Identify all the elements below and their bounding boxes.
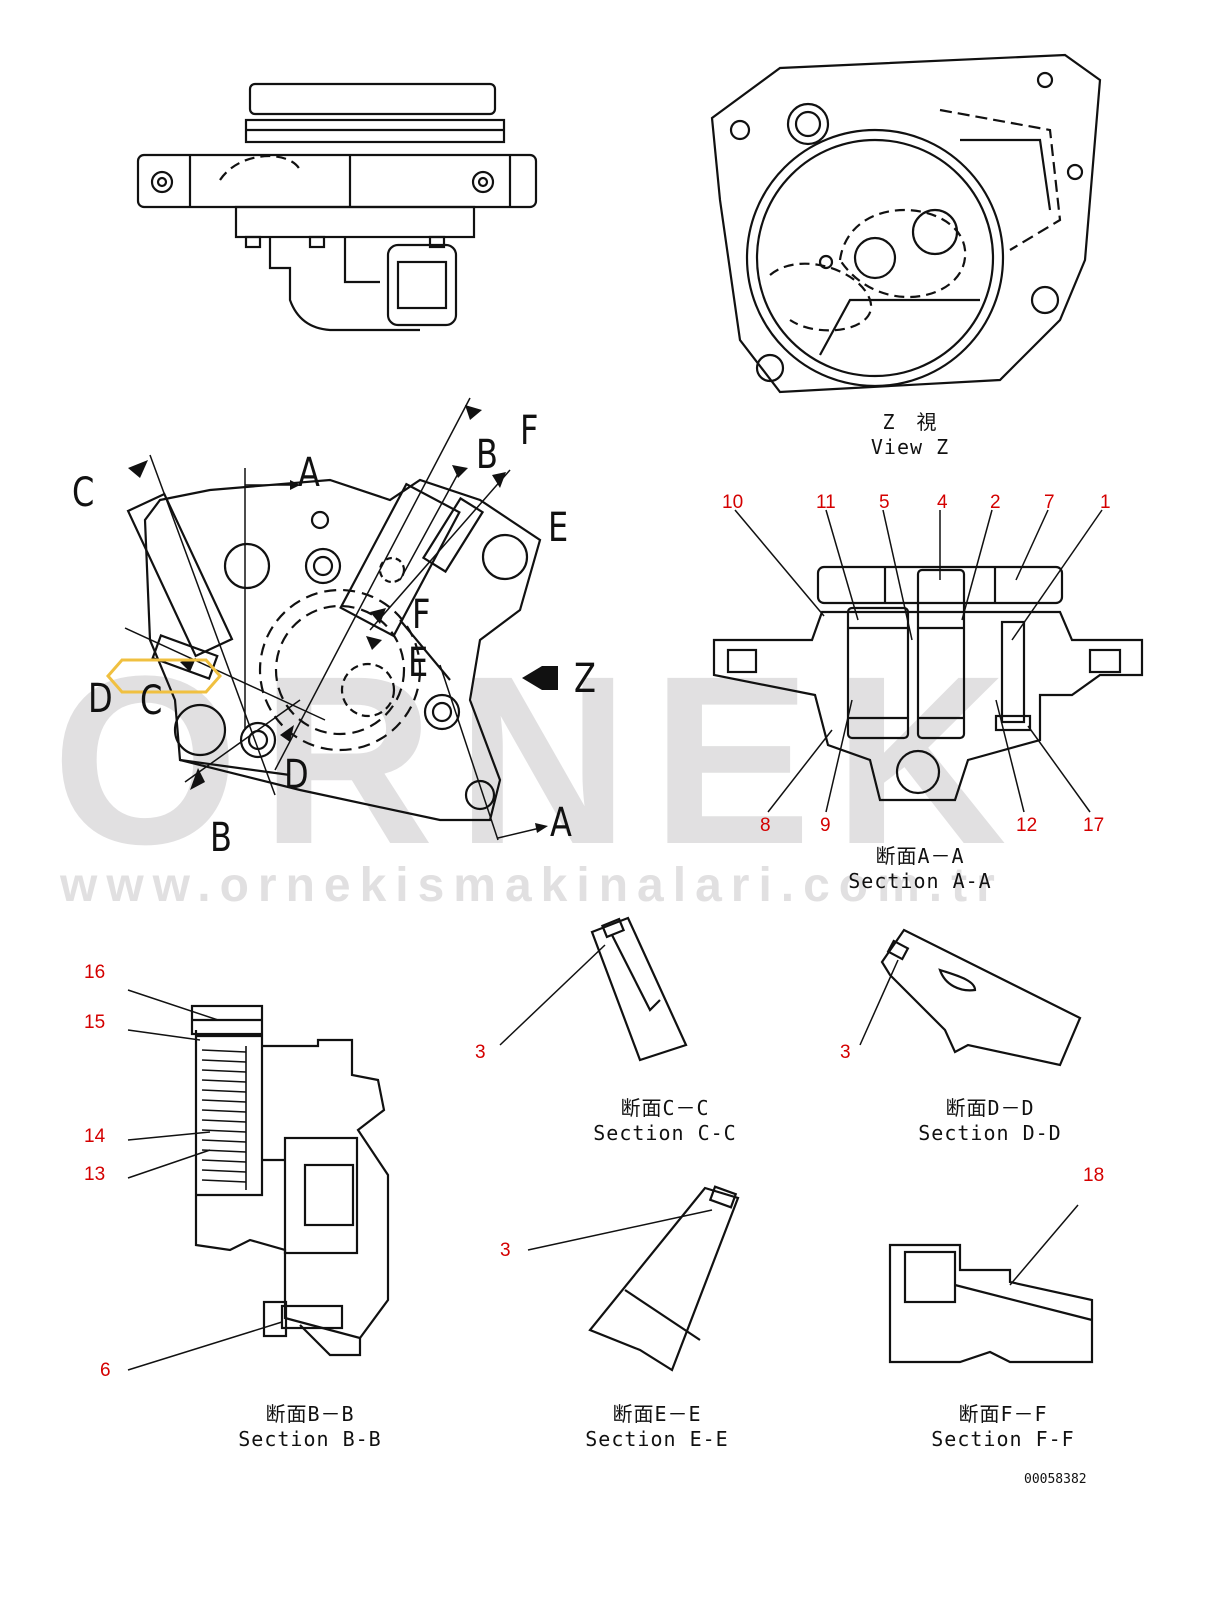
caption-section-bb: 断面B－B Section B-B: [225, 1402, 395, 1452]
part-number-3-dd: 3: [840, 1042, 851, 1063]
part-number-3-cc: 3: [475, 1042, 486, 1063]
caption-section-dd: 断面D－D Section D-D: [905, 1096, 1075, 1146]
part-number-15: 15: [84, 1012, 106, 1033]
section-bb-drawing: [190, 1004, 390, 1357]
drawing-code: 00058382: [1024, 1472, 1087, 1487]
section-marker-c-bottom: C: [140, 678, 163, 724]
caption-section-dd-jp: 断面D－D: [945, 1096, 1035, 1120]
caption-section-ee-jp: 断面E－E: [612, 1402, 702, 1426]
caption-section-bb-jp: 断面B－B: [265, 1402, 355, 1426]
caption-section-cc: 断面C－C Section C-C: [580, 1096, 750, 1146]
spring-coil: [201, 1046, 247, 1190]
caption-section-aa: 断面A－A Section A-A: [835, 844, 1005, 894]
section-marker-a-top: A: [298, 450, 320, 496]
section-marker-b-top: B: [476, 432, 498, 478]
caption-section-ee-en: Section E-E: [585, 1427, 729, 1451]
part-number-16: 16: [84, 962, 106, 983]
caption-section-bb-en: Section B-B: [238, 1427, 382, 1451]
pump-top-view: [126, 478, 542, 822]
pump-side-view: [136, 82, 538, 332]
part-number-5: 5: [879, 492, 890, 513]
caption-view-z-jp: Z 視: [882, 410, 938, 434]
part-number-11: 11: [816, 492, 836, 513]
part-number-1: 1: [1100, 492, 1111, 513]
part-number-3-ee: 3: [500, 1240, 511, 1261]
part-number-9: 9: [820, 815, 831, 836]
part-number-14: 14: [84, 1126, 106, 1147]
section-marker-c-top: C: [72, 470, 95, 516]
caption-section-ff: 断面F－F Section F-F: [918, 1402, 1088, 1452]
caption-section-ee: 断面E－E Section E-E: [572, 1402, 742, 1452]
part-number-10: 10: [722, 492, 744, 513]
section-marker-f-top: F: [520, 408, 539, 454]
section-marker-a-bottom: A: [550, 800, 572, 846]
part-number-2: 2: [990, 492, 1001, 513]
caption-section-cc-jp: 断面C－C: [620, 1096, 710, 1120]
section-aa-drawing: [712, 565, 1144, 802]
section-marker-d-bottom: D: [284, 752, 309, 798]
caption-view-z-en: View Z: [870, 435, 950, 459]
watermark-url: www.ornekismakinalari.com.tr: [60, 859, 1004, 912]
section-ee-drawing: [527, 1185, 740, 1372]
section-marker-e-bottom: E: [408, 640, 429, 686]
section-marker-e-top: E: [548, 505, 569, 551]
part-number-6: 6: [100, 1360, 111, 1381]
section-aa-leaders: [734, 509, 1103, 813]
caption-section-dd-en: Section D-D: [918, 1121, 1062, 1145]
caption-section-aa-en: Section A-A: [848, 869, 992, 893]
section-dd-drawing: [859, 928, 1082, 1067]
part-number-17: 17: [1083, 815, 1105, 836]
caption-section-cc-en: Section C-C: [593, 1121, 737, 1145]
part-number-8: 8: [760, 815, 771, 836]
part-number-12: 12: [1016, 815, 1038, 836]
caption-section-aa-jp: 断面A－A: [875, 844, 965, 868]
caption-view-z: Z 視 View Z: [840, 410, 980, 460]
section-marker-b-bottom: B: [210, 815, 232, 861]
section-marker-d-top: D: [88, 676, 113, 722]
section-bb-leaders: [127, 989, 283, 1371]
part-number-7: 7: [1044, 492, 1055, 513]
section-arrows: [128, 405, 558, 833]
section-marker-f-bottom: F: [412, 592, 431, 638]
accent-arrow-icon: [106, 658, 222, 694]
view-marker-z: Z: [574, 656, 596, 702]
section-cut-lines: [124, 397, 541, 841]
section-cc-drawing: [499, 916, 688, 1062]
caption-section-ff-en: Section F-F: [931, 1427, 1075, 1451]
part-number-4: 4: [937, 492, 948, 513]
caption-section-ff-jp: 断面F－F: [958, 1402, 1048, 1426]
part-number-13: 13: [84, 1164, 106, 1185]
view-z-drawing: [710, 53, 1102, 394]
part-number-18: 18: [1083, 1165, 1105, 1186]
section-ff-drawing: [888, 1204, 1094, 1364]
